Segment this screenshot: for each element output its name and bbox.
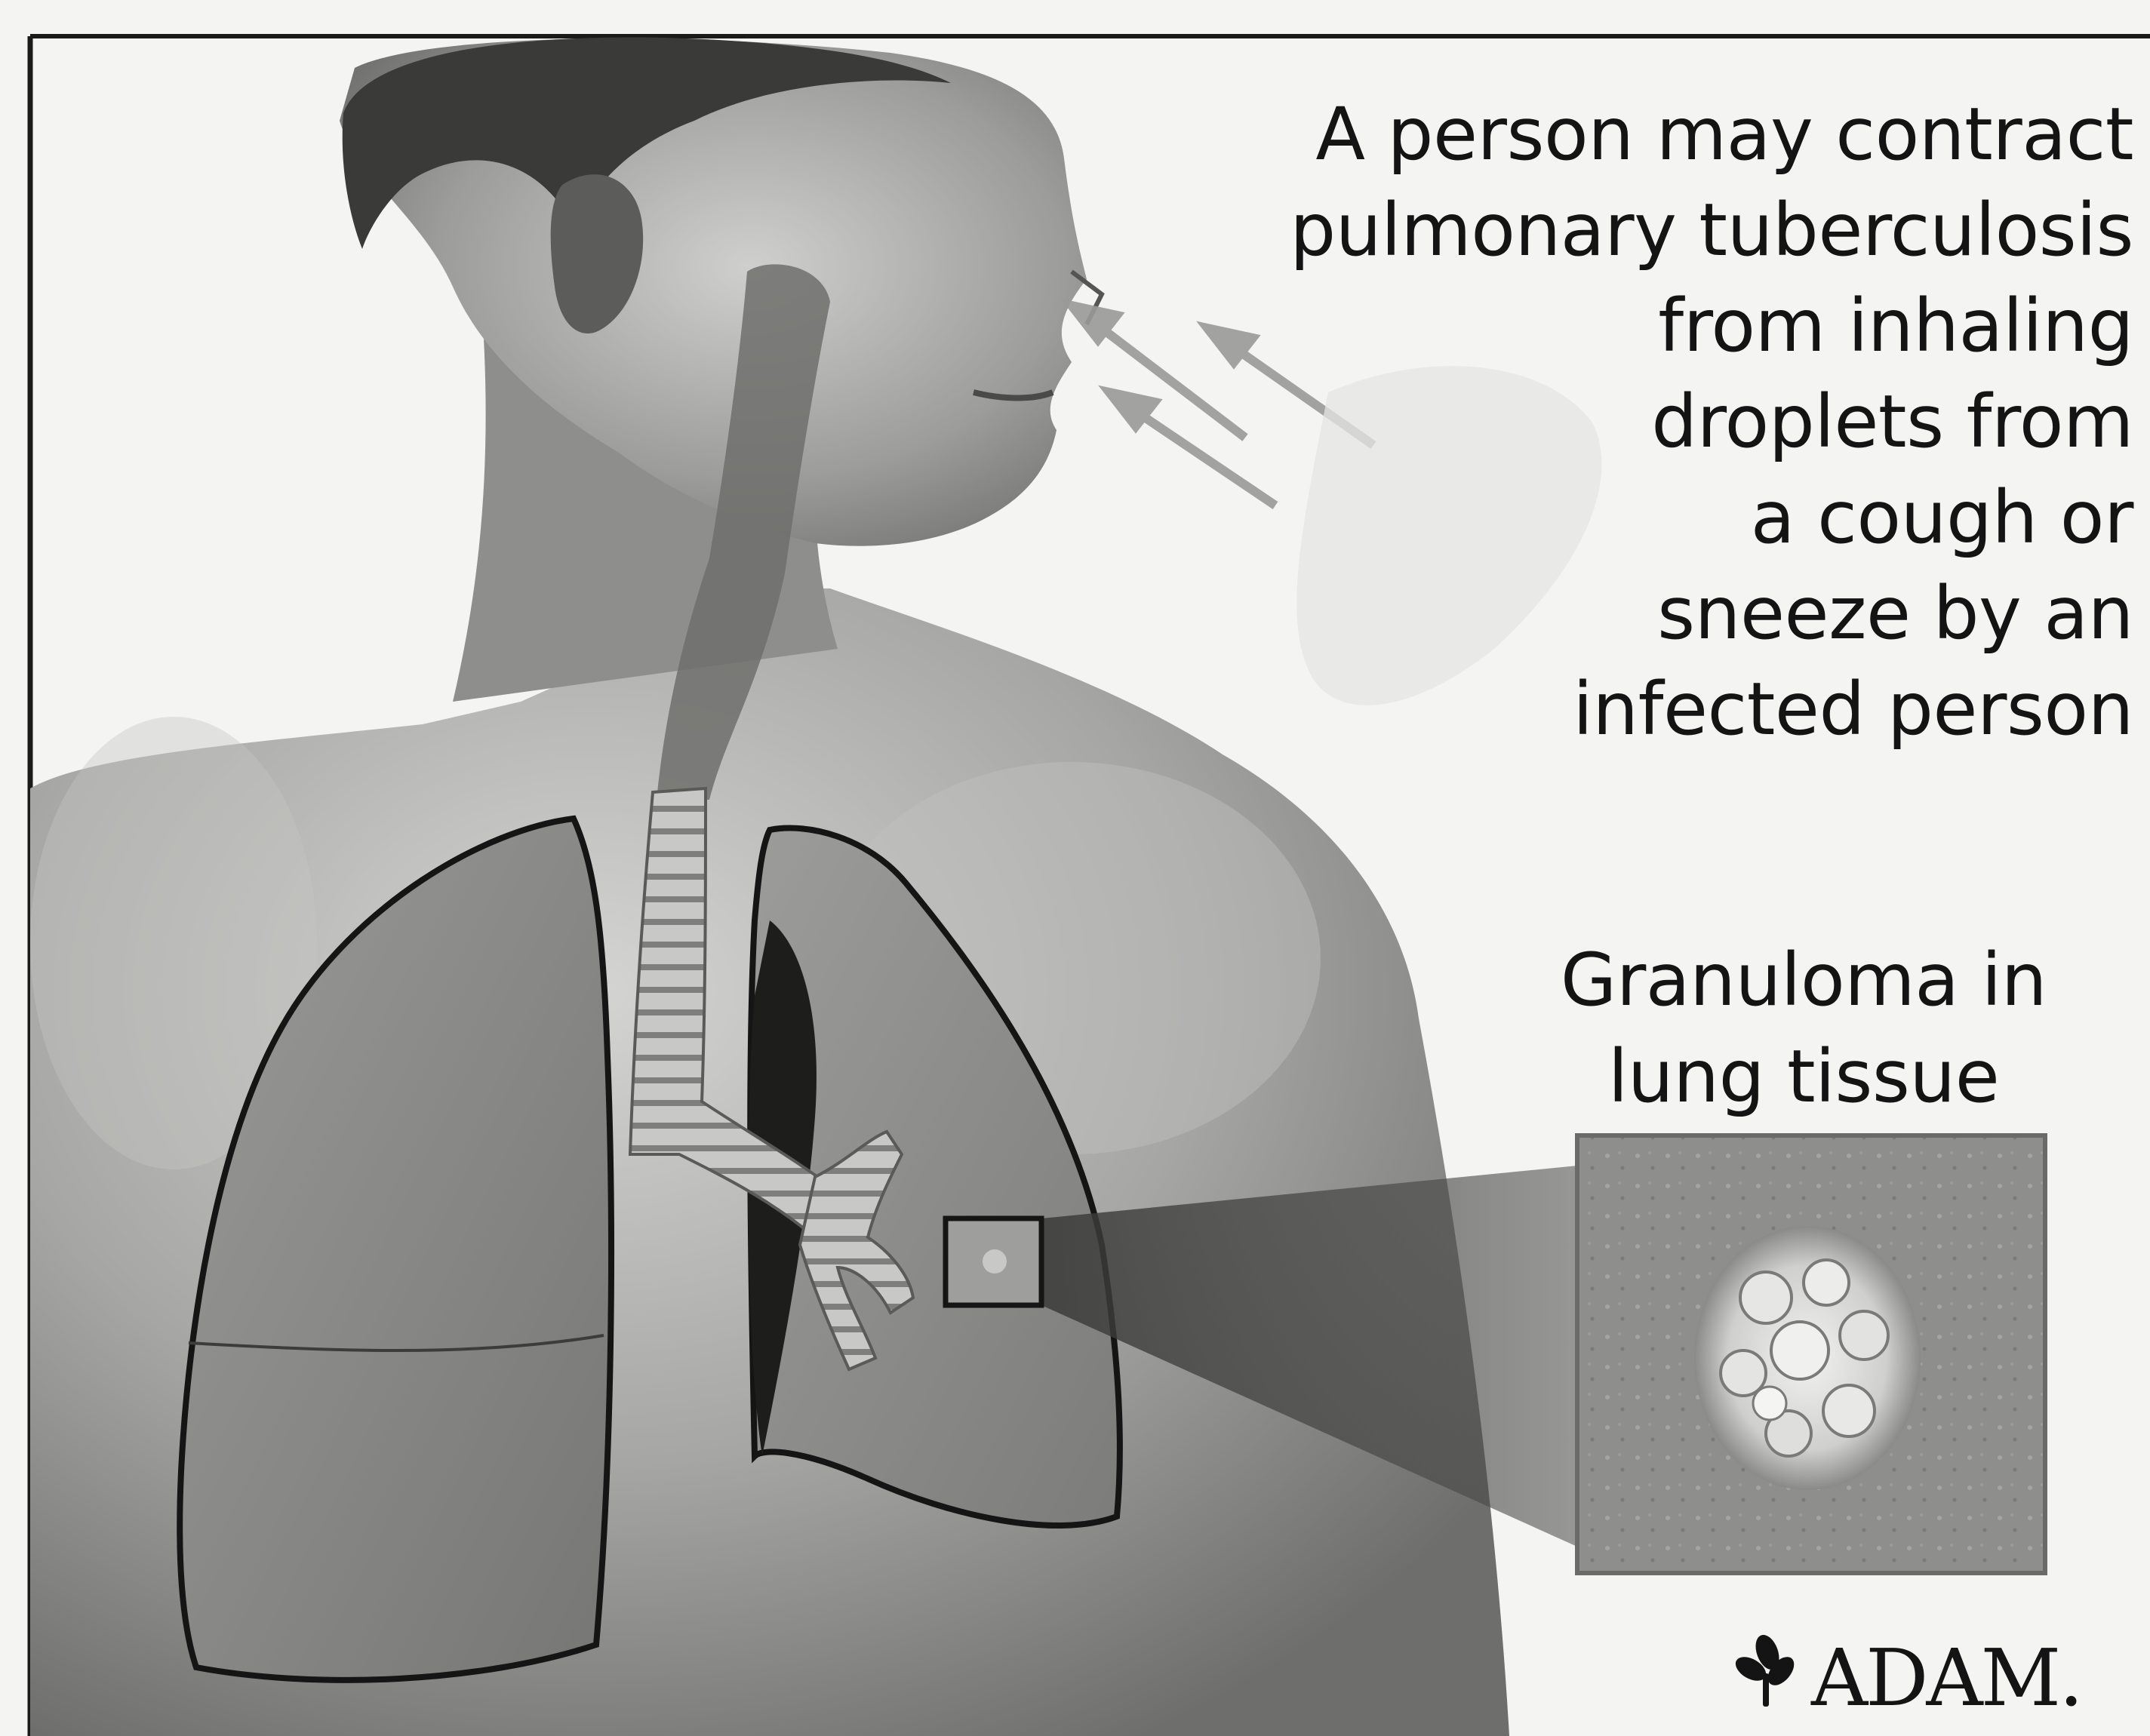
sample-granuloma (983, 1249, 1007, 1274)
adam-logo: ADAM. (1728, 1630, 2136, 1731)
granuloma-cluster (1694, 1226, 1921, 1490)
caption-transmission: A person may contract pulmonary tubercul… (1152, 87, 2133, 757)
leaf-emblem-icon (1728, 1630, 1804, 1713)
logo-text: ADAM. (1811, 1633, 2081, 1723)
caption-granuloma: Granuloma in lung tissue (1490, 932, 2117, 1125)
